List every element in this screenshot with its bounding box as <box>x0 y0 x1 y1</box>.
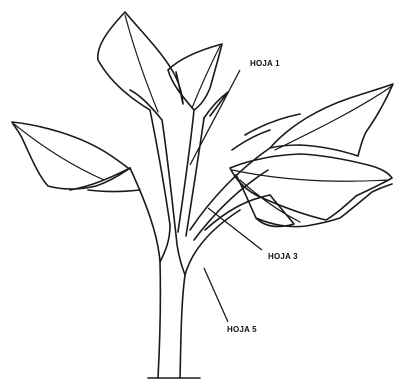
leaf-3 <box>230 154 392 220</box>
plant-stem <box>130 168 240 378</box>
leaf-5 <box>236 175 392 227</box>
plant-petioles <box>70 110 270 240</box>
leaf-left <box>12 122 130 189</box>
leader-line-hoja-1 <box>190 70 240 165</box>
label-hoja-3: HOJA 3 <box>268 252 298 261</box>
label-hoja-5: HOJA 5 <box>227 325 257 334</box>
leaf-right-upper <box>232 84 393 156</box>
leaf-1 <box>98 12 183 120</box>
leader-line-hoja-5 <box>204 268 228 322</box>
label-hoja-1: HOJA 1 <box>250 59 280 68</box>
leader-lines <box>190 70 262 322</box>
